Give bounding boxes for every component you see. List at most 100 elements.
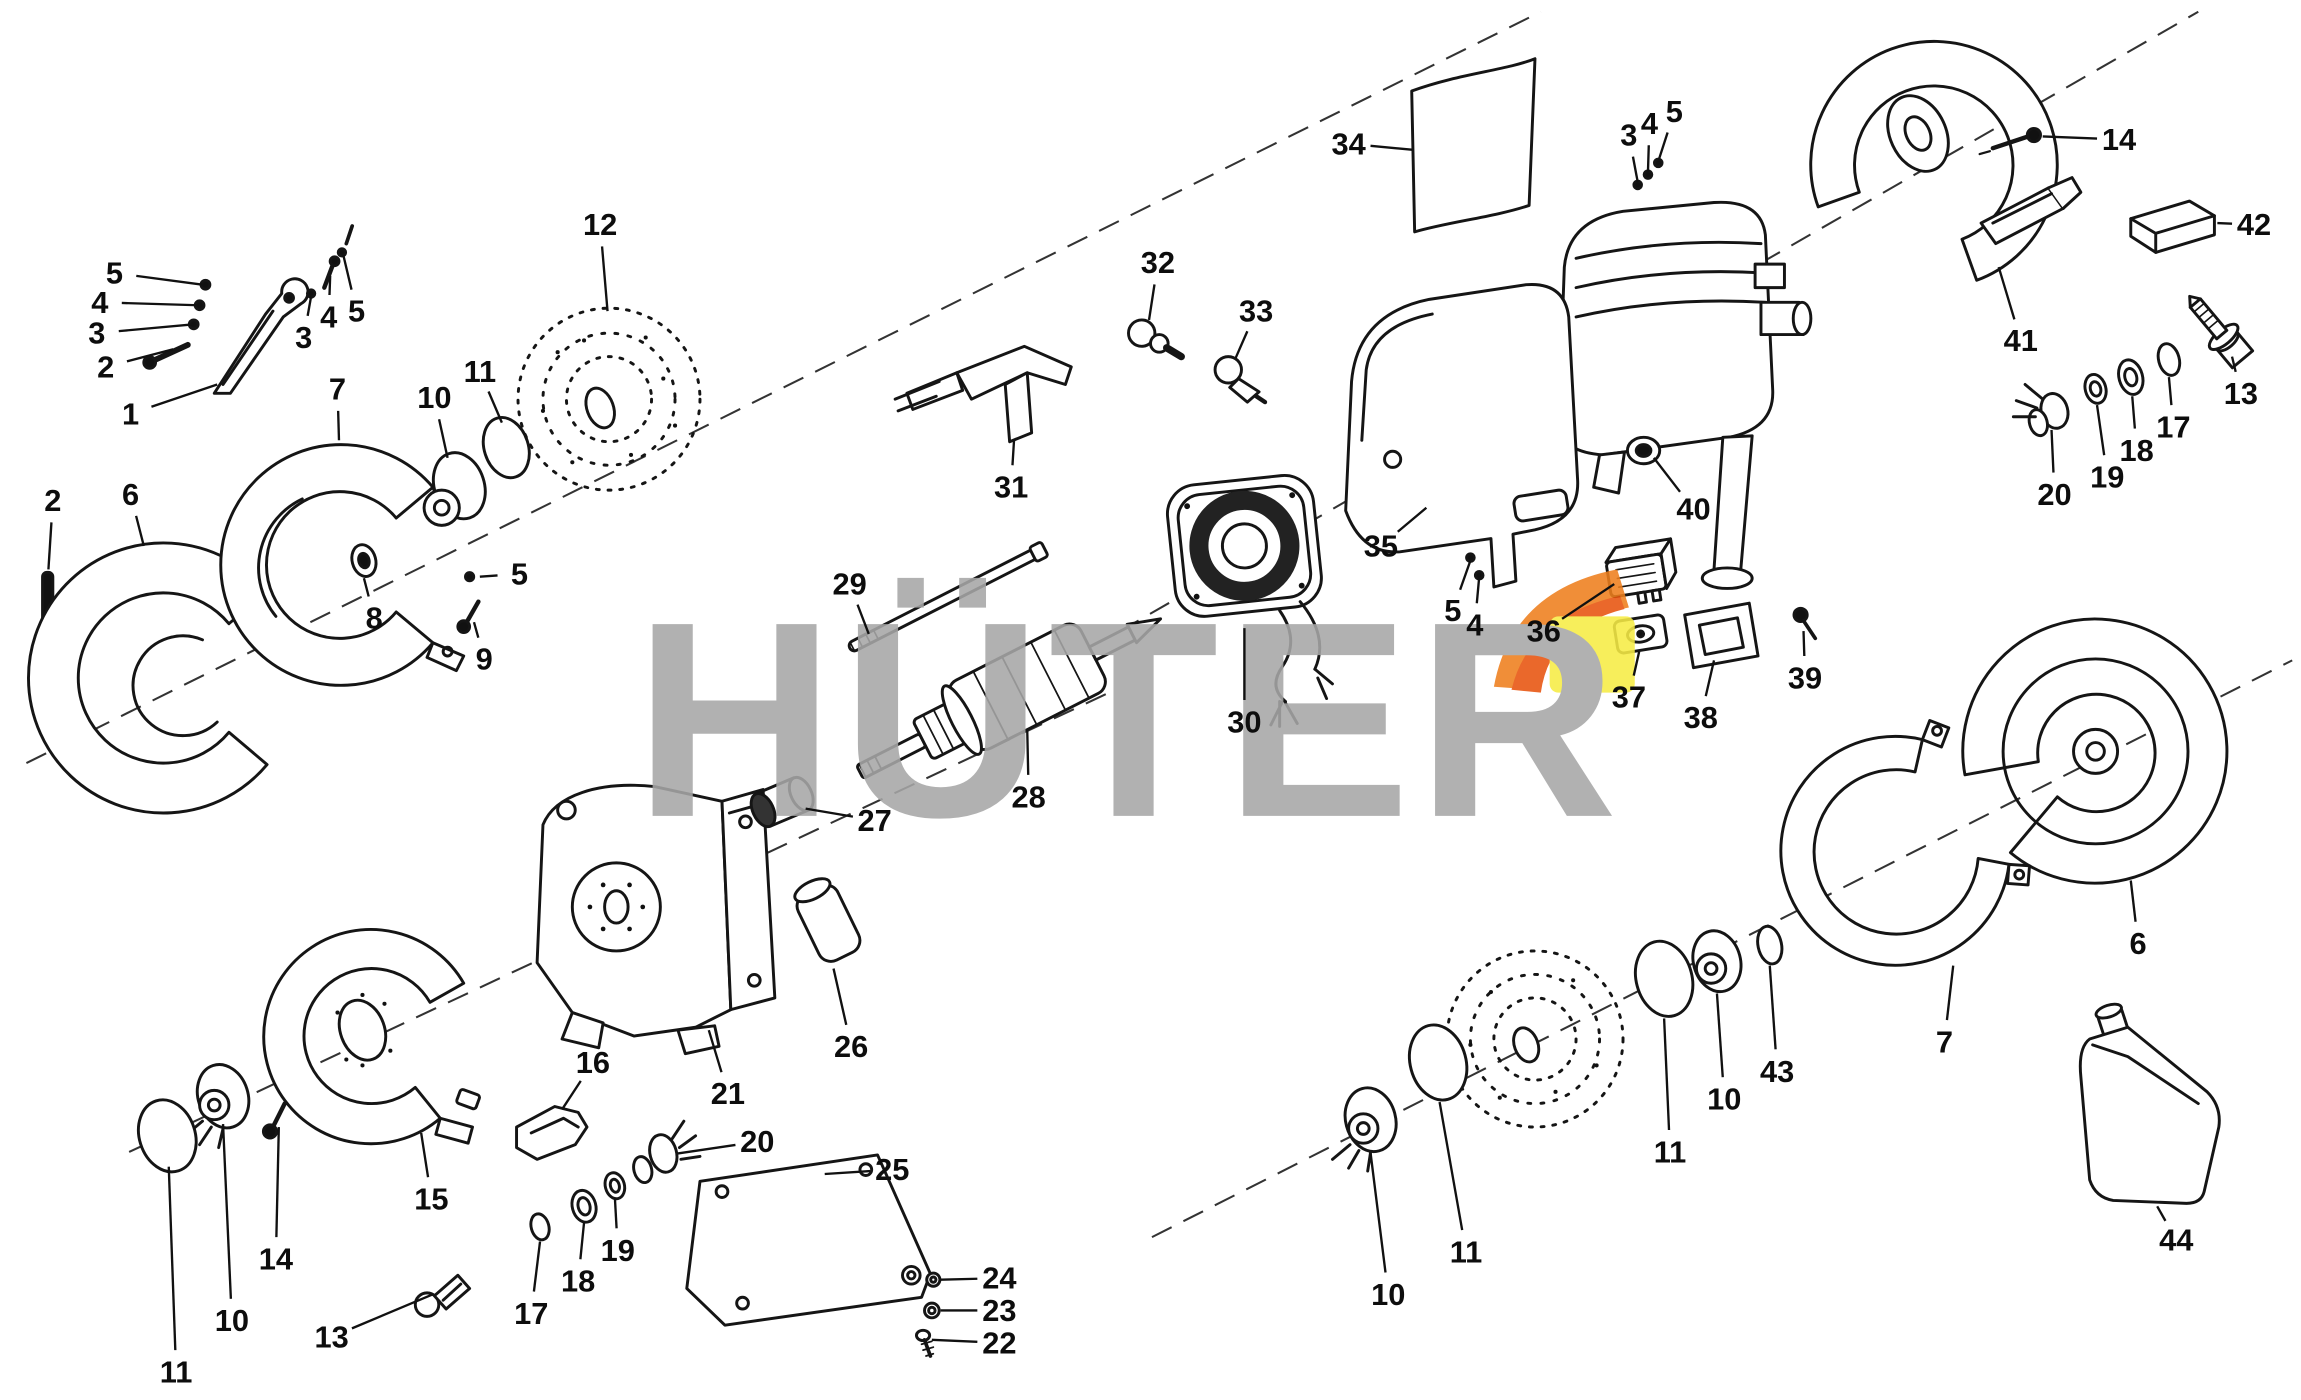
part-number-13: 13 xyxy=(315,1319,349,1354)
part-number-41: 41 xyxy=(2004,323,2038,358)
sleeve-27-art xyxy=(749,775,815,829)
part-number-26: 26 xyxy=(834,1029,868,1064)
washers-5-4-mid-art xyxy=(1465,552,1485,581)
part-number-35: 35 xyxy=(1364,528,1398,563)
leader-line-38 xyxy=(1704,660,1716,697)
part-number-17: 17 xyxy=(514,1296,548,1331)
leader-line-11 xyxy=(1438,1101,1464,1231)
tool-rest-31-art xyxy=(893,344,1073,444)
ring-18-bl-art xyxy=(570,1188,598,1224)
leader-line-18 xyxy=(579,1222,586,1260)
leader-line-17 xyxy=(2167,377,2173,406)
leader-line-7 xyxy=(336,410,341,441)
screw-14-right-art xyxy=(1978,126,2042,156)
part-number-15: 15 xyxy=(414,1181,448,1216)
leader-line-11 xyxy=(167,1166,177,1351)
guard-plate-15-art xyxy=(262,928,481,1146)
leader-line-9 xyxy=(472,621,480,639)
ring-11-right-art xyxy=(1633,939,1695,1018)
leader-line-34 xyxy=(1370,144,1412,151)
part-number-1: 1 xyxy=(122,396,139,431)
grinding-wheel-12-art xyxy=(516,306,702,492)
part-number-31: 31 xyxy=(994,470,1028,505)
leader-line-16 xyxy=(561,1080,582,1111)
part-number-25: 25 xyxy=(875,1152,909,1187)
leader-line-41 xyxy=(1997,266,2016,320)
leader-line-13 xyxy=(351,1293,434,1330)
part-number-23: 23 xyxy=(982,1293,1016,1328)
flange-10-left-art xyxy=(422,451,487,527)
part-number-19: 19 xyxy=(2090,459,2124,494)
part-number-33: 33 xyxy=(1239,294,1273,329)
clip-42-art xyxy=(2129,199,2216,254)
part-number-29: 29 xyxy=(833,567,867,602)
washer-5-mid-art xyxy=(464,571,476,583)
part-number-7: 7 xyxy=(1936,1024,1953,1059)
part-number-11: 11 xyxy=(1654,1134,1687,1169)
part-number-18: 18 xyxy=(2120,433,2154,468)
part-number-9: 9 xyxy=(476,641,493,676)
leader-line-5 xyxy=(1657,132,1669,162)
leader-line-2 xyxy=(47,522,53,570)
watermark-text: HÜTER xyxy=(634,565,1624,876)
leader-line-17 xyxy=(532,1241,542,1292)
flange-10-right2-art xyxy=(1330,1086,1398,1173)
ring-11-right2-art xyxy=(1407,1023,1469,1102)
screws-3-4-5-top-art xyxy=(1632,157,1664,191)
part-number-10: 10 xyxy=(215,1303,249,1338)
leader-line-10 xyxy=(1369,1153,1387,1273)
part-number-7: 7 xyxy=(329,371,346,406)
leader-line-22 xyxy=(931,1338,978,1343)
leader-line-8 xyxy=(362,577,370,597)
washer-24-art xyxy=(925,1271,942,1288)
bulb-32-art xyxy=(1127,318,1185,361)
leader-line-44 xyxy=(2156,1205,2167,1222)
part-number-11: 11 xyxy=(160,1355,193,1390)
leader-line-18 xyxy=(2131,396,2137,429)
part-number-4: 4 xyxy=(320,299,337,334)
part-number-24: 24 xyxy=(982,1261,1016,1296)
ring-43-art xyxy=(1756,924,1784,966)
leader-line-20 xyxy=(677,1143,736,1155)
leader-line-5 xyxy=(1459,560,1472,591)
part-number-21: 21 xyxy=(711,1076,745,1111)
part-number-6: 6 xyxy=(2130,926,2147,961)
leader-line-4 xyxy=(328,275,332,296)
leader-line-29 xyxy=(856,604,870,635)
leader-line-32 xyxy=(1147,284,1156,321)
washer-23-art xyxy=(923,1301,941,1320)
part-number-18: 18 xyxy=(561,1264,595,1299)
ring-19-right-art xyxy=(2083,372,2108,405)
part-number-19: 19 xyxy=(601,1233,635,1268)
leader-line-12 xyxy=(600,246,609,312)
leader-line-40 xyxy=(1652,457,1681,493)
leader-line-28 xyxy=(1026,729,1030,775)
leader-line-36 xyxy=(1561,583,1615,620)
part-number-6: 6 xyxy=(122,477,139,512)
part-number-37: 37 xyxy=(1612,680,1646,715)
brand-watermark: HÜTER xyxy=(634,565,1635,876)
part-number-4: 4 xyxy=(91,285,108,320)
leader-line-4 xyxy=(121,301,199,307)
part-number-27: 27 xyxy=(857,803,891,838)
screw-39-art xyxy=(1792,606,1818,641)
leader-line-11 xyxy=(487,391,503,424)
guard-cover-6-left-art xyxy=(27,541,269,815)
part-number-2: 2 xyxy=(97,349,114,384)
part-number-13: 13 xyxy=(2224,376,2258,411)
part-number-40: 40 xyxy=(1676,492,1710,527)
motor-stand-21-art xyxy=(535,783,777,1056)
part-number-12: 12 xyxy=(583,207,617,242)
ring-11-left-art xyxy=(481,416,531,480)
leader-line-24 xyxy=(940,1277,978,1281)
ring-40-art xyxy=(1625,435,1662,466)
ring-17-right-art xyxy=(2156,342,2182,377)
wheel-guard-41-art xyxy=(1809,39,2083,282)
stator-30-art xyxy=(1165,474,1334,728)
part-number-2: 2 xyxy=(44,483,61,518)
ring-11-bl-art xyxy=(136,1098,198,1174)
leader-line-3 xyxy=(118,323,194,333)
leader-line-42 xyxy=(2217,221,2233,225)
screw-9-art xyxy=(456,599,481,634)
